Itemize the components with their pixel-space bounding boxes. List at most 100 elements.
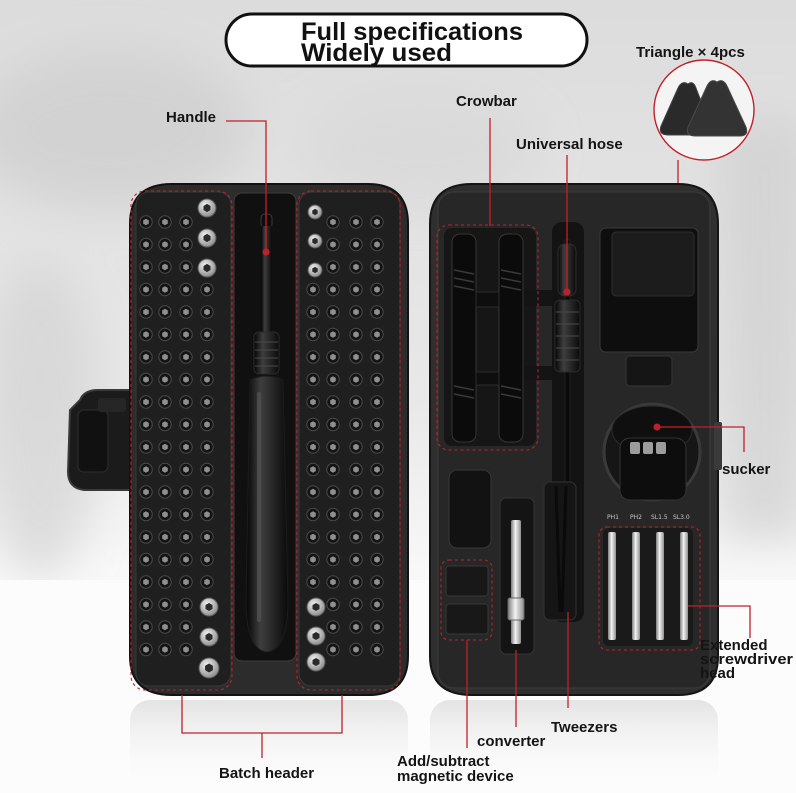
bit-tip — [162, 421, 168, 428]
bit-tip — [330, 443, 336, 451]
bit — [306, 575, 320, 589]
add-subtract-label-2: magnetic device — [397, 768, 514, 785]
bit-tip — [312, 658, 320, 666]
bit — [200, 530, 214, 544]
bit-tip — [374, 646, 380, 653]
bit-tip — [353, 376, 359, 383]
bit — [370, 215, 384, 229]
bit — [158, 507, 172, 522]
bit-tip — [143, 263, 149, 271]
bit — [326, 507, 340, 522]
bit — [370, 305, 384, 319]
extended-head-leader — [688, 605, 751, 638]
bit-tip — [143, 443, 149, 451]
tweezers-callout: Tweezers — [551, 612, 617, 736]
bit-tip — [162, 578, 168, 586]
bit — [139, 260, 153, 274]
bit-tip — [330, 308, 336, 316]
bit — [200, 350, 214, 364]
bit-tip — [330, 533, 336, 541]
bit — [326, 552, 340, 567]
bit — [139, 350, 153, 364]
bit — [179, 237, 193, 252]
spring-coil — [453, 393, 475, 399]
bit-tip — [183, 488, 189, 496]
bit-tip — [330, 601, 336, 608]
bit-tip — [203, 233, 211, 243]
bit — [139, 620, 153, 634]
left-clasp-detail — [98, 398, 126, 412]
bit — [326, 642, 340, 657]
bit-tip — [162, 331, 168, 338]
bit-tip — [183, 646, 189, 653]
bit — [370, 620, 384, 634]
bit-tip — [353, 218, 359, 226]
bit-tip — [312, 266, 318, 274]
bit-tip — [162, 218, 168, 226]
bit-tip — [204, 533, 210, 541]
bit-tip — [353, 466, 359, 473]
right-case: PH1 PH2 SL1.5 SL3.0 — [429, 183, 722, 696]
right-bit-grid — [306, 204, 384, 672]
bit-tip — [310, 308, 316, 316]
bit — [158, 575, 172, 589]
bit-tip — [183, 376, 189, 383]
bit — [370, 597, 384, 612]
background-blur — [0, 50, 796, 580]
bit — [370, 440, 384, 454]
bit — [158, 237, 172, 252]
bit — [197, 258, 217, 278]
bit-tip — [330, 376, 336, 383]
bit-tip — [330, 623, 336, 631]
bit-tip — [162, 241, 168, 248]
bit — [179, 327, 193, 342]
bit-tip — [205, 663, 213, 673]
bit-tip — [204, 376, 210, 383]
bit-tip — [312, 208, 318, 216]
bit-tip — [204, 308, 210, 316]
bit — [139, 417, 153, 432]
handle-leader — [226, 120, 267, 252]
bit-tip — [374, 601, 380, 608]
bit — [306, 372, 320, 387]
bit-tip — [353, 511, 359, 518]
extended-bit-label: PH1 — [607, 514, 619, 521]
bit — [349, 462, 363, 477]
bit-tip — [204, 578, 210, 586]
bit — [158, 260, 172, 274]
bit-tip — [353, 533, 359, 541]
bit-tip — [162, 353, 168, 361]
bit-tip — [183, 398, 189, 406]
crowbar-springs — [453, 269, 522, 399]
bit-tip — [330, 263, 336, 271]
bit — [158, 305, 172, 319]
bit-tip — [353, 578, 359, 586]
bit-tip — [143, 601, 149, 608]
bit-tip — [374, 421, 380, 428]
bit-tip — [205, 603, 213, 611]
bit — [349, 530, 363, 544]
sucker-button — [643, 442, 653, 454]
bit — [306, 350, 320, 364]
bit — [200, 327, 214, 342]
spring-coil — [500, 269, 522, 275]
bit-tip — [162, 443, 168, 451]
bit — [179, 372, 193, 387]
bit — [200, 395, 214, 409]
bit — [139, 507, 153, 522]
bit — [158, 440, 172, 454]
magnetizer-cylinder — [448, 469, 492, 549]
bit — [179, 440, 193, 454]
spring-coil — [500, 393, 522, 399]
handle-dot — [262, 248, 270, 256]
bit — [326, 215, 340, 229]
bit — [158, 642, 172, 657]
bit-tip — [353, 443, 359, 451]
subtract-magnet-slot — [445, 603, 489, 635]
bit-tip — [353, 263, 359, 271]
bit — [326, 260, 340, 274]
bit-tip — [374, 286, 380, 293]
bit — [370, 260, 384, 274]
bit-tip — [143, 286, 149, 293]
extended-bits: PH1 PH2 SL1.5 SL3.0 — [603, 514, 693, 646]
